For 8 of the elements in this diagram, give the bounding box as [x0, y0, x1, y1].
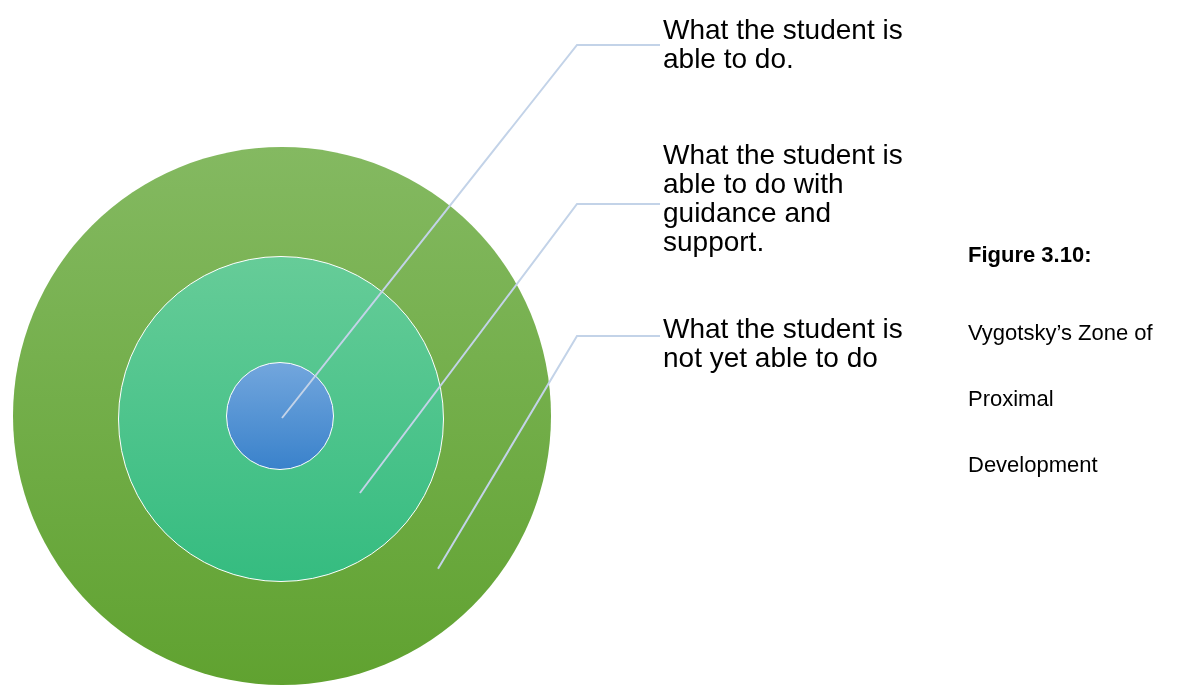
zone-description: What the student is able to do. — [663, 15, 908, 73]
figure-number: Figure 3.10: — [968, 241, 1093, 269]
leader-line — [437, 335, 661, 570]
zone-description: What the student is not yet able to do — [663, 314, 908, 372]
leader-line — [358, 203, 661, 494]
leader-line — [281, 44, 661, 419]
zone-description: What the student is able to do with guidance and support. — [663, 140, 908, 256]
figure-caption: Vygotsky’s Zone of Proximal Development — [968, 319, 1153, 479]
